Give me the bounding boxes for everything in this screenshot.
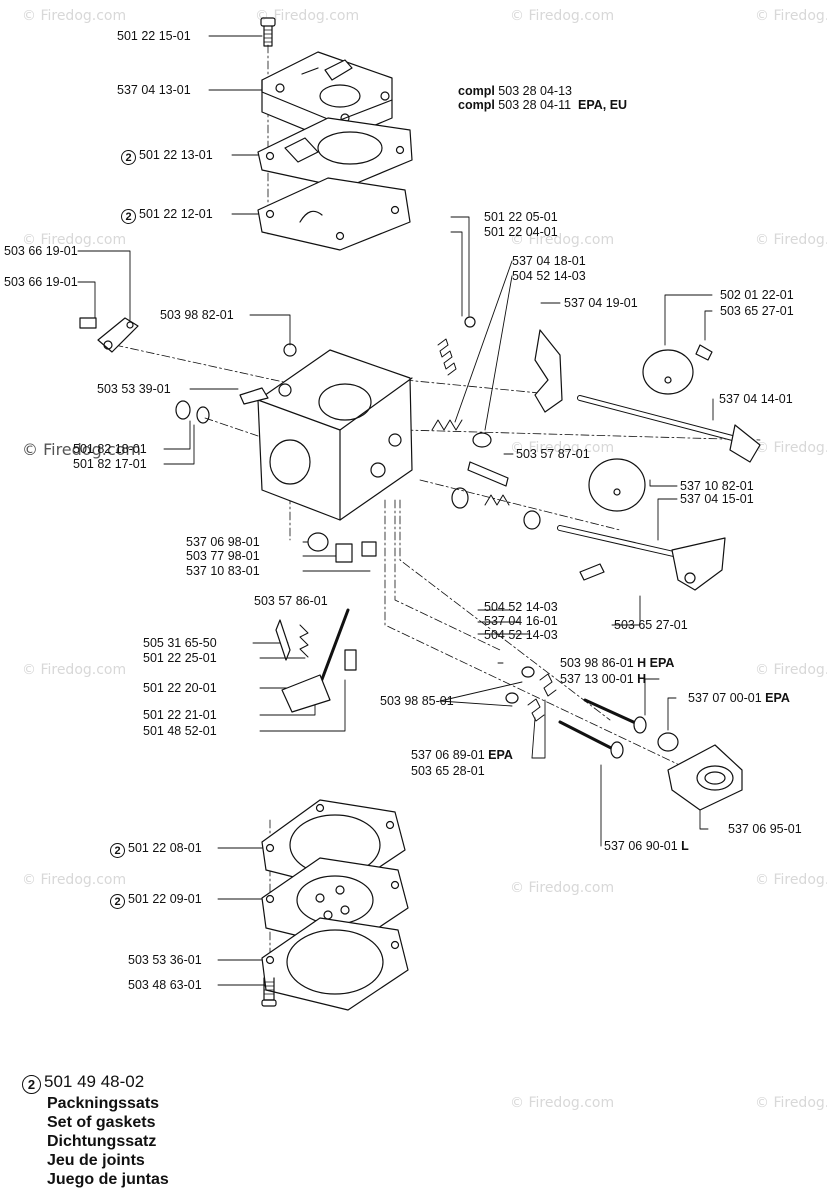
watermark: © Firedog.com (755, 232, 827, 248)
screw-bottom (261, 977, 277, 1007)
leader-lines (77, 35, 714, 986)
watermark: © Firedog.com (22, 440, 141, 459)
kit-name: Juego de juntas (47, 1171, 169, 1188)
kit-name: Jeu de joints (47, 1152, 145, 1169)
part-label: 504 52 14-03 (512, 269, 586, 283)
kit-name: Set of gaskets (47, 1114, 156, 1131)
part-label: 502 01 22-01 (720, 288, 794, 302)
gasket-top-1 (257, 117, 413, 189)
part-label: 503 65 27-01 (720, 304, 794, 318)
part-label: 501 22 04-01 (484, 225, 558, 239)
part-label: 503 65 27-01 (614, 618, 688, 632)
kit-marker-icon: 2 (110, 894, 125, 909)
part-label: 537 04 18-01 (512, 254, 586, 268)
watermark: © Firedog.com (510, 1095, 615, 1111)
part-label: 537 10 82-01 (680, 479, 754, 493)
part-label: 537 04 16-01 (484, 614, 558, 628)
watermark: © Firedog.com (510, 8, 615, 24)
kit-marker-icon: 2 (121, 150, 136, 165)
washers-left (175, 400, 210, 424)
part-label: 501 22 15-01 (117, 29, 191, 43)
part-label: 505 31 65-50 (143, 636, 217, 650)
screw-top (260, 17, 276, 47)
kit-marker-icon: 2 (22, 1075, 41, 1094)
part-label: 503 53 39-01 (97, 382, 171, 396)
watermark: © Firedog.com (510, 880, 615, 896)
kit-marker-icon: 2 (121, 209, 136, 224)
assembly-line-1: compl 503 28 04-13 (458, 84, 572, 98)
part-label: 537 04 19-01 (564, 296, 638, 310)
part-label: 503 57 87-01 (516, 447, 590, 461)
watermark: © Firedog.com (22, 872, 127, 888)
limiter-cap (667, 744, 743, 811)
part-label: 501 22 05-01 (484, 210, 558, 224)
part-label: 503 57 86-01 (254, 594, 328, 608)
part-label: 501 22 25-01 (143, 651, 217, 665)
part-label: 537 04 13-01 (117, 83, 191, 97)
part-label: 537 06 89-01 EPA (411, 748, 513, 762)
part-label: 537 04 15-01 (680, 492, 754, 506)
adjusting-screws (505, 666, 679, 759)
part-label: 504 52 14-03 (484, 628, 558, 642)
kit-name: Packningssats (47, 1095, 160, 1112)
part-label: 503 48 63-01 (128, 978, 202, 992)
watermark: © Firedog.com (755, 1095, 827, 1111)
part-label: 501 22 21-01 (143, 708, 217, 722)
part-label: 537 06 90-01 L (604, 839, 689, 853)
part-label: 537 10 83-01 (186, 564, 260, 578)
watermark: © Firedog.com (755, 872, 827, 888)
part-label: 537 07 00-01 EPA (688, 691, 790, 705)
assembly-line-2: compl 503 28 04-11 EPA, EU (458, 98, 628, 112)
bracket-left (79, 317, 139, 353)
watermark: © Firedog.com (22, 8, 127, 24)
lever-lower (557, 458, 726, 591)
part-label: 503 66 19-01 (4, 275, 78, 289)
watermark: © Firedog.com (22, 232, 127, 248)
kit-name: Dichtungssatz (47, 1133, 157, 1150)
part-label: 504 52 14-03 (484, 600, 558, 614)
part-label: 503 98 86-01 H EPA (560, 656, 675, 670)
part-label: 501 22 20-01 (143, 681, 217, 695)
part-label: 503 98 82-01 (160, 308, 234, 322)
watermark: © Firedog.com (510, 232, 615, 248)
kit-marker-icon: 2 (110, 843, 125, 858)
part-label: 501 82 18-01 (73, 442, 147, 456)
watermark: © Firedog.com (755, 8, 827, 24)
gasket-top-2 (257, 177, 411, 251)
part-label: 503 77 98-01 (186, 549, 260, 563)
watermark: © Firedog.com (755, 440, 827, 456)
needle-valve-parts (275, 608, 357, 713)
diaphragm-bottom (261, 917, 409, 1011)
part-label: 537 13 00-01 H (560, 672, 647, 686)
part-label: 503 66 19-01 (4, 244, 78, 258)
part-label: 501 48 52-01 (143, 724, 217, 738)
part-label: 503 53 36-01 (128, 953, 202, 967)
part-label: 503 98 85-01 (380, 694, 454, 708)
part-label: 537 06 95-01 (728, 822, 802, 836)
watermark: © Firedog.com (255, 8, 360, 24)
part-label: 503 65 28-01 (411, 764, 485, 778)
lever-upper (534, 329, 761, 463)
watermark: © Firedog.com (755, 662, 827, 678)
small-plugs (307, 532, 377, 563)
part-label: 537 04 14-01 (719, 392, 793, 406)
carburetor-body (239, 343, 413, 521)
part-label: 537 06 98-01 (186, 535, 260, 549)
watermark: © Firedog.com (510, 440, 615, 456)
watermark: © Firedog.com (22, 662, 127, 678)
disc-upper (642, 344, 713, 395)
needle-springs (431, 316, 541, 530)
carburetor-cover (261, 51, 393, 143)
part-label: 501 82 17-01 (73, 457, 147, 471)
assembly-note: compl 503 28 04-13 compl 503 28 04-11 EP… (458, 84, 627, 112)
